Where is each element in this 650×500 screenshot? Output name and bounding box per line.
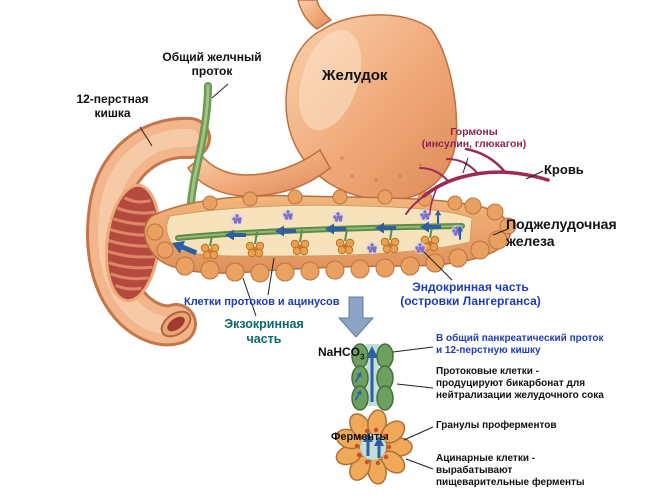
- duct-cells-description-label: Протоковые клетки - продуцируют бикарбон…: [436, 366, 644, 401]
- duodenum-label: 12-перстная кишка: [60, 92, 165, 120]
- label-line: Гормоны: [450, 126, 498, 138]
- islet-cluster: [418, 208, 432, 222]
- inset-flow-arrows: [363, 346, 384, 458]
- stomach-illustration: [187, 0, 458, 202]
- label-line: пищеварительные ферменты: [436, 476, 585, 488]
- esophagus: [297, 0, 333, 30]
- label-line: кишка: [94, 106, 131, 121]
- common-bile-duct-label: Общий желчный проток: [152, 50, 272, 78]
- granules-label: Гранулы проферментов: [436, 420, 557, 431]
- nahco3-label: NaHCO3: [318, 345, 365, 362]
- pancreas-label: Поджелудочная железа: [506, 216, 617, 249]
- endocrine-part-label: Эндокринная часть (островки Лангерганса): [388, 280, 553, 308]
- islet-cluster: [281, 208, 295, 222]
- label-line: Протоковые клетки -: [436, 366, 539, 377]
- label-line: Поджелудочная: [506, 216, 617, 232]
- label-line: вырабатывают: [436, 464, 513, 476]
- stomach-highlight: [298, 29, 362, 131]
- label-line: Эндокринная часть: [412, 280, 529, 294]
- label-line: часть: [246, 331, 282, 346]
- acinus-inset-illustration: [335, 343, 413, 485]
- label-line: 12-перстная: [76, 92, 149, 106]
- nahco3-subscript: 3: [360, 351, 365, 362]
- label-line: проток: [191, 64, 233, 79]
- stomach-texture: [328, 156, 422, 182]
- pancreas-illustration: [143, 189, 517, 283]
- acinar-cells-description-label: Ацинарные клетки - вырабатывают пищевари…: [436, 453, 644, 488]
- duct-acinar-cells-label: Клетки протоков и ацинусов: [184, 296, 340, 308]
- stomach-antrum: [187, 148, 331, 197]
- blood-vessels-illustration: [405, 147, 550, 215]
- hormones-label: Гормоны (инсулин, глюкагон): [414, 126, 534, 151]
- inset-destination-label: В общий панкреатический проток и 12-перс…: [436, 333, 644, 357]
- islet-cluster: [331, 210, 345, 224]
- stomach-label: Желудок: [322, 67, 388, 84]
- label-line: и 12-перстную кишку: [436, 344, 541, 356]
- islet-cluster: [230, 212, 244, 226]
- label-line: (островки Лангерганса): [400, 294, 541, 309]
- label-line: Экзокринная: [224, 317, 304, 331]
- exocrine-part-label: Экзокринная часть: [210, 317, 318, 347]
- label-line: Общий желчный: [162, 50, 262, 64]
- duodenum-cut-end: [160, 310, 192, 338]
- label-line: продуцируют бикарбонат для: [436, 377, 586, 389]
- label-line: (инсулин, глюкагон): [421, 138, 527, 151]
- enzymes-label: Ферменты: [331, 431, 389, 443]
- islet-cluster: [365, 241, 379, 255]
- label-line: железа: [506, 232, 555, 249]
- duodenum-illustration: [86, 116, 211, 347]
- nahco3-base: NaHCO: [318, 345, 361, 359]
- label-line: В общий панкреатический проток: [436, 333, 604, 344]
- inset-down-arrow-icon: [337, 296, 375, 338]
- zymogen-granules: [354, 427, 392, 466]
- label-line: Ацинарные клетки -: [436, 453, 536, 464]
- blood-label: Кровь: [544, 162, 584, 177]
- leader-lines: [139, 83, 544, 470]
- label-line: нейтрализации желудочного сока: [436, 389, 604, 401]
